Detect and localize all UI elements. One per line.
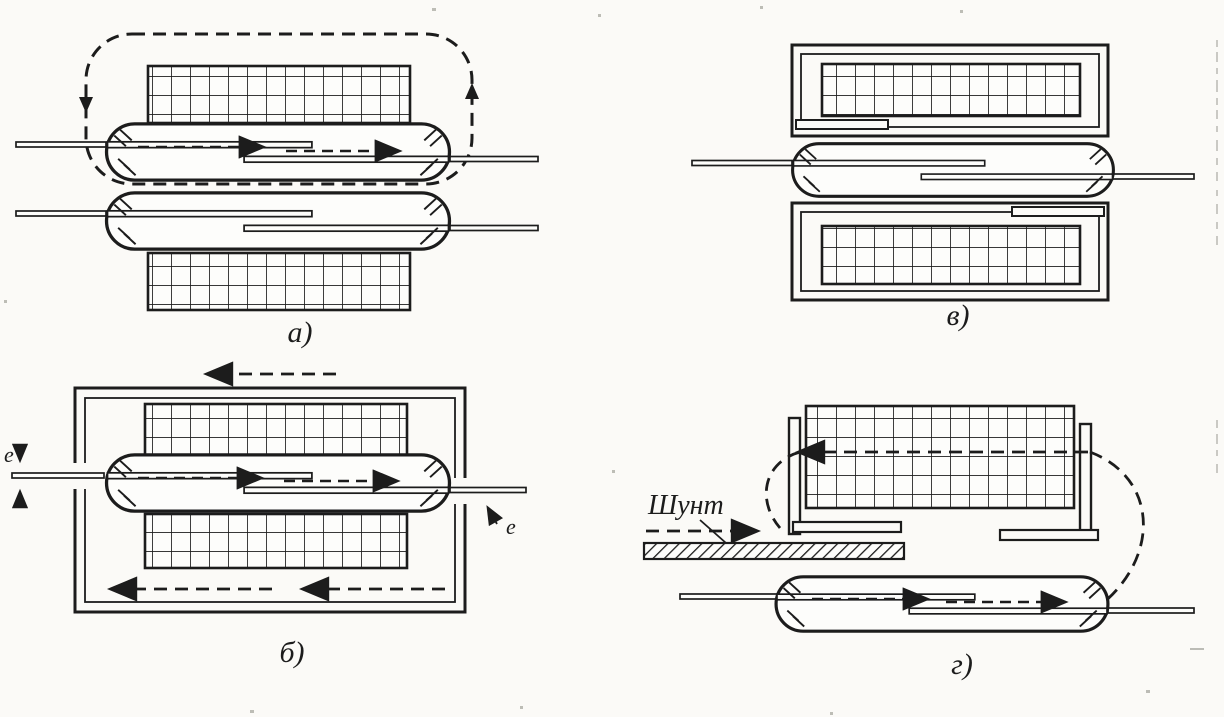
reed-lead xyxy=(449,155,539,163)
reed-lead xyxy=(449,224,539,232)
reed-lead xyxy=(15,210,107,217)
reed-switch xyxy=(791,142,1115,198)
coil-winding-top xyxy=(820,62,1082,118)
flux-arrow-down-icon xyxy=(79,97,93,113)
core-frame-outer-top xyxy=(790,43,1110,138)
coil-winding-bottom xyxy=(820,224,1082,286)
shunt-label: Шунт xyxy=(647,490,724,521)
core-frame-inner-top xyxy=(800,53,1100,128)
reed-switch xyxy=(104,191,452,251)
coil-winding-bottom xyxy=(146,251,412,312)
reed-lead xyxy=(1111,173,1195,180)
scan-speckles xyxy=(4,6,1204,715)
pole-piece-right xyxy=(998,528,1100,542)
reed-switch xyxy=(774,575,1110,633)
reed-lead xyxy=(691,159,793,167)
core-frame-inner-bottom xyxy=(800,211,1100,292)
core-end-left xyxy=(787,416,802,536)
panel-g-label: г) xyxy=(951,648,973,681)
gap-dimension-label-right: е xyxy=(506,514,516,539)
coil-winding xyxy=(804,404,1076,510)
reed-lead xyxy=(15,141,107,148)
panel-a: а) xyxy=(15,32,539,349)
scan-artifact-right-margin xyxy=(1216,40,1218,473)
core-frame-outer-bottom xyxy=(790,201,1110,302)
flux-arrow-up-icon xyxy=(465,83,479,99)
dimension-arrow xyxy=(486,505,504,527)
panel-a-label: а) xyxy=(288,316,313,349)
reed-switch xyxy=(104,122,452,182)
reed-switch xyxy=(104,453,452,513)
coil-winding-top xyxy=(143,402,409,460)
reed-lead xyxy=(679,593,779,600)
magnetic-shunt-bar xyxy=(642,541,906,561)
pole-piece-left xyxy=(791,520,903,534)
reed-lead xyxy=(11,472,105,479)
reed-lead xyxy=(1107,607,1195,614)
coil-winding-top xyxy=(146,64,412,125)
pole-piece xyxy=(795,119,889,130)
coil-winding-bottom xyxy=(143,512,409,570)
panel-b: е е б) xyxy=(4,361,527,669)
panel-b-label: б) xyxy=(279,636,304,669)
gap-dimension-label-left: е xyxy=(4,442,14,467)
pole-piece xyxy=(1011,206,1105,217)
flux-loop-left xyxy=(764,450,801,529)
panel-v-label: в) xyxy=(946,299,969,332)
panel-v: в) xyxy=(691,43,1195,332)
reed-lead xyxy=(449,486,527,494)
flux-loop-right xyxy=(1089,450,1145,606)
core-end-right xyxy=(1078,422,1093,540)
panel-g: Шунт г) xyxy=(642,404,1195,681)
